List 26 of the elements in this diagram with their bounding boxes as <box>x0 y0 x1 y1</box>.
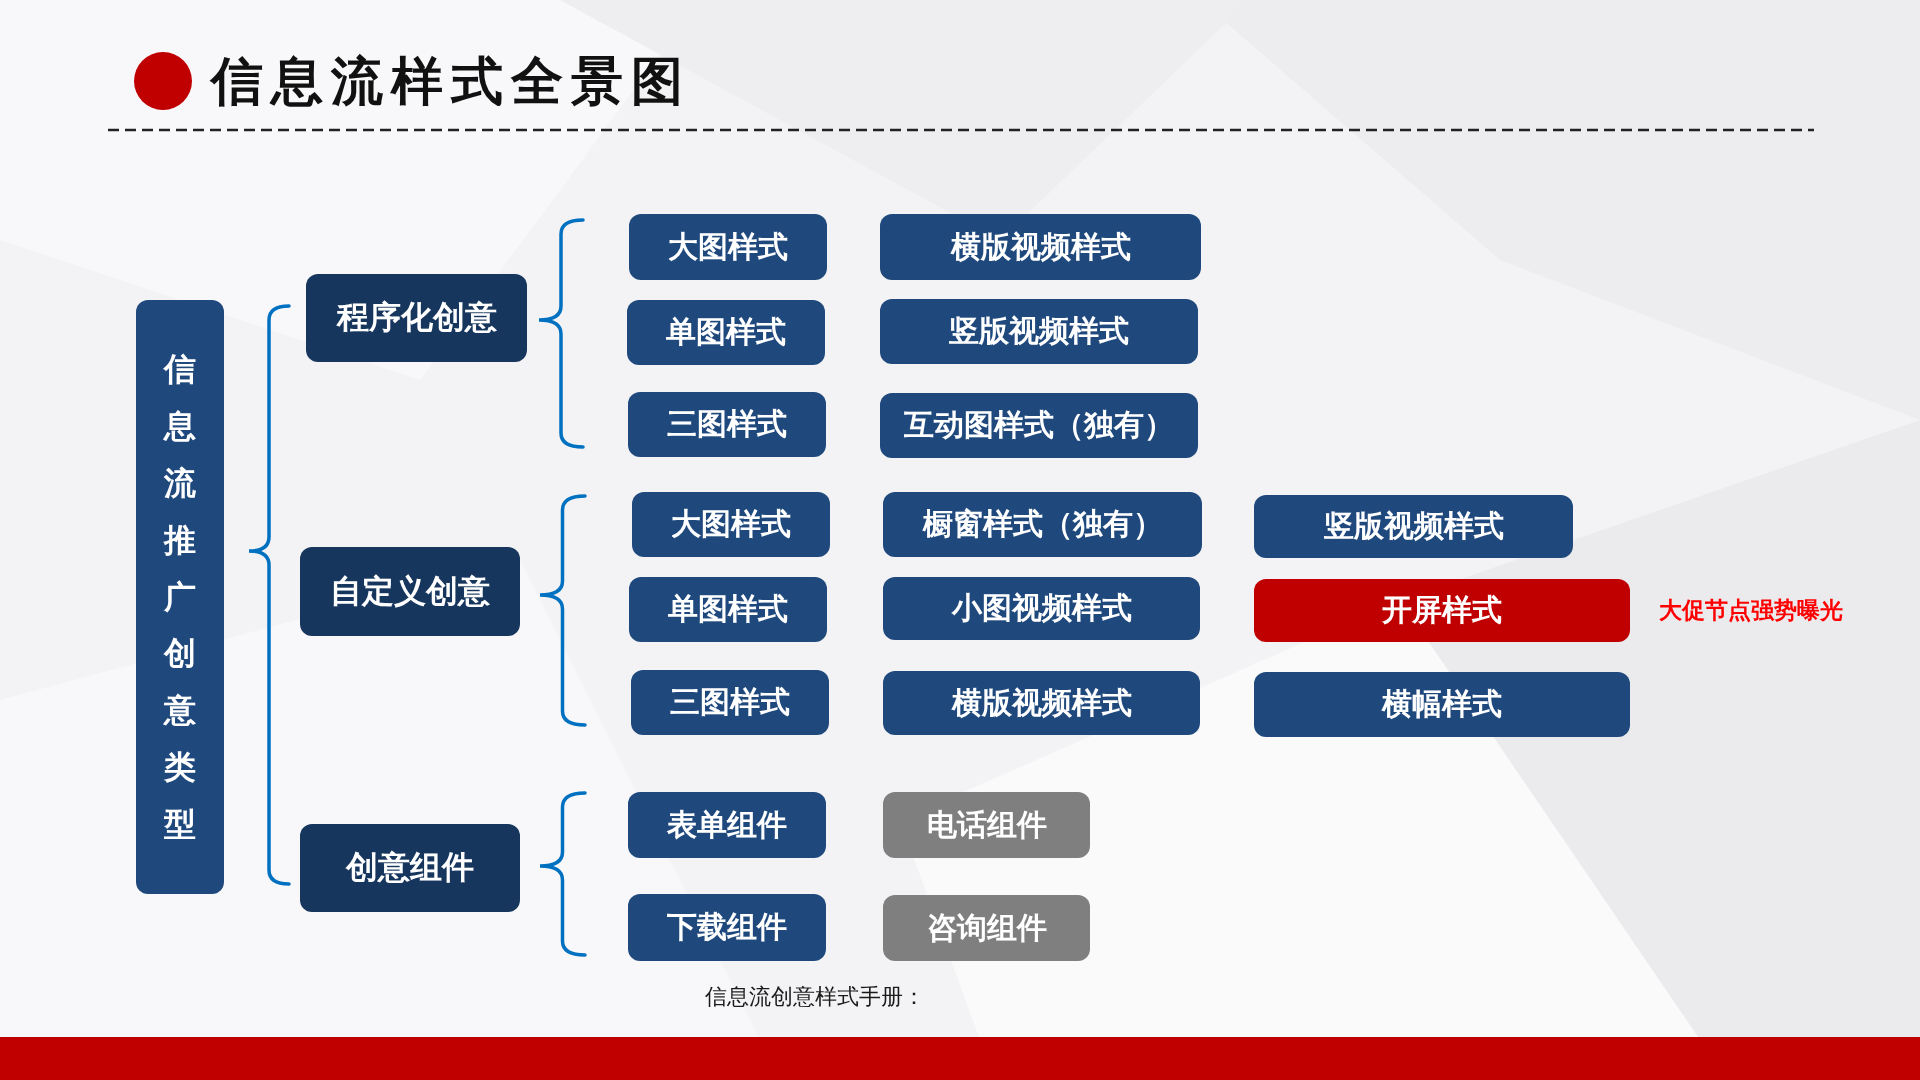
style-box: 单图样式 <box>627 300 825 365</box>
style-box: 橱窗样式（独有） <box>883 492 1202 557</box>
style-box: 三图样式 <box>631 670 829 735</box>
footnote-text: 信息流创意样式手册： <box>705 984 925 1011</box>
style-box: 竖版视频样式 <box>880 299 1198 364</box>
root-category-box: 信息流推广创意类型 <box>136 300 224 894</box>
style-box: 大图样式 <box>632 492 830 557</box>
style-box: 三图样式 <box>628 392 826 457</box>
style-box: 横版视频样式 <box>883 671 1200 735</box>
style-box: 竖版视频样式 <box>1254 495 1573 558</box>
diagram-title: 信息流样式全景图 <box>211 51 691 112</box>
style-box: 横幅样式 <box>1254 672 1630 737</box>
category-box: 程序化创意 <box>306 274 527 362</box>
category-box: 自定义创意 <box>300 547 520 636</box>
style-box: 下载组件 <box>628 894 826 961</box>
style-box: 表单组件 <box>628 792 826 858</box>
style-box: 横版视频样式 <box>880 214 1201 280</box>
style-box: 小图视频样式 <box>883 577 1200 640</box>
callout-text: 大促节点强势曝光 <box>1659 596 1843 625</box>
style-box: 单图样式 <box>629 577 827 642</box>
highlighted-style-box: 开屏样式 <box>1254 579 1630 642</box>
style-box: 互动图样式（独有） <box>880 393 1198 458</box>
inactive-style-box: 咨询组件 <box>883 895 1090 961</box>
style-box: 大图样式 <box>629 214 827 280</box>
category-box: 创意组件 <box>300 824 520 912</box>
inactive-style-box: 电话组件 <box>883 792 1090 858</box>
